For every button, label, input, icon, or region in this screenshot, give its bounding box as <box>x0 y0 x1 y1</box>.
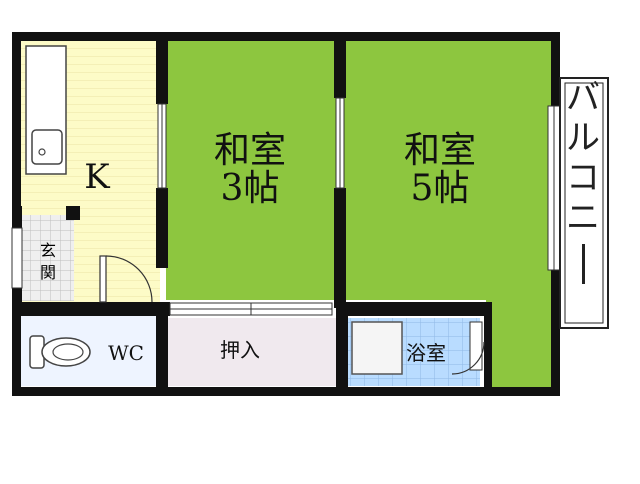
kitchen-drain-icon <box>38 148 46 156</box>
washitsu-3-name: 和室 <box>213 130 286 171</box>
balcony-frame <box>559 77 609 329</box>
balcony-char-2: ル <box>566 118 600 158</box>
balcony-rail <box>564 82 604 324</box>
sliding-doors <box>157 97 345 316</box>
entrance-label: 玄 関 <box>39 240 57 284</box>
entrance-char-2: 関 <box>39 263 56 282</box>
entrance-door <box>99 255 153 303</box>
washitsu-3-label: 和室 3帖 <box>190 132 310 208</box>
toilet-bowl-icon <box>29 335 91 369</box>
balcony-char-1: バ <box>566 78 600 118</box>
interior-walls <box>12 32 492 396</box>
closet-label: 押入 <box>220 338 260 362</box>
windows <box>11 105 561 371</box>
bath-washbasin <box>351 321 403 375</box>
balcony-char-4: ニ <box>566 198 600 238</box>
entrance-char-1: 玄 <box>39 241 56 260</box>
balcony-label: バ ル コ ニ <box>560 78 606 328</box>
washitsu-5-label: 和室 5帖 <box>380 132 500 208</box>
closet-floor <box>166 318 338 386</box>
washitsu-5-size: 5帖 <box>410 167 470 209</box>
washitsu-5-extension <box>486 300 552 390</box>
kitchen-label: K <box>84 157 110 197</box>
balcony-long-vowel-mark <box>581 244 585 284</box>
washitsu-3-size: 3帖 <box>220 167 280 209</box>
bath-door-swing <box>451 341 485 375</box>
entrance-floor <box>20 215 74 301</box>
balcony-char-3: コ <box>566 158 600 198</box>
toilet-label: WC <box>108 341 144 365</box>
washitsu-5-name: 和室 <box>403 130 476 171</box>
washitsu-5-floor <box>344 40 552 300</box>
kitchen-sink-icon <box>31 129 63 165</box>
washitsu-3-floor <box>166 40 338 300</box>
bath-label: 浴室 <box>406 341 446 365</box>
